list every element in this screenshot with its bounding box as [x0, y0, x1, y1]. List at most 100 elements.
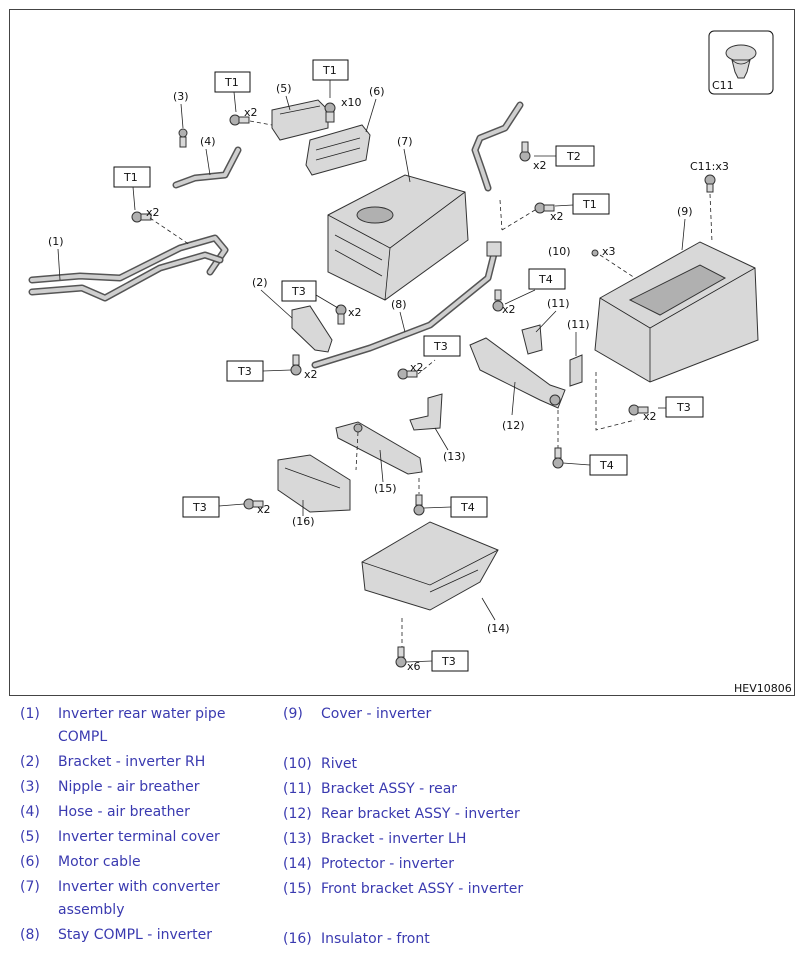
svg-text:T4: T4: [599, 459, 614, 472]
torque-tag-t3-d: T3: [658, 396, 704, 418]
legend-column-right: (9)Cover - inverter (10)Rivet (11)Bracke…: [283, 703, 573, 953]
callout-14: (14): [487, 622, 510, 635]
part-13-bracket-lh: [409, 393, 443, 431]
part-8-stay: [311, 241, 502, 369]
part-10-rivet: [591, 249, 599, 257]
svg-text:T3: T3: [441, 655, 456, 668]
qty-t1-c: x2: [146, 206, 160, 219]
qty-t3-c: x2: [410, 361, 424, 374]
torque-tag-t3-c: T3: [423, 335, 461, 357]
legend-item: (6)Motor cable: [20, 854, 141, 870]
part-1-water-pipe: [28, 234, 229, 302]
legend-item: (8)Stay COMPL - inverter: [20, 927, 213, 943]
callout-16: (16): [292, 515, 315, 528]
bolt-icon: [229, 114, 250, 126]
svg-text:T3: T3: [433, 340, 448, 353]
bolt-icon: [628, 404, 649, 416]
callout-11-a: (11): [547, 297, 570, 310]
part-7-inverter: [327, 174, 469, 301]
legend-item: (10)Rivet: [283, 756, 358, 772]
svg-text:T3: T3: [192, 501, 207, 514]
qty-t1-b: x10: [341, 96, 362, 109]
legend-item: (5)Inverter terminal cover: [20, 829, 220, 845]
callout-6: (6): [369, 85, 385, 98]
legend-item: (9)Cover - inverter: [283, 706, 432, 722]
part-2-bracket-rh: [291, 305, 333, 353]
part-3-nipple: [178, 128, 188, 148]
callout-11-b: (11): [567, 318, 590, 331]
torque-tag-t4-b: T4: [562, 454, 628, 476]
diagram-code: HEV10806: [734, 682, 792, 695]
qty-t3-d: x2: [643, 410, 657, 423]
callout-12: (12): [502, 419, 525, 432]
bolt-icon: [534, 202, 555, 214]
bolt-icon: [290, 354, 302, 376]
svg-text:T4: T4: [538, 273, 553, 286]
callout-10: (10): [548, 245, 571, 258]
part-5-terminal-cover: [271, 99, 329, 141]
svg-text:T3: T3: [676, 401, 691, 414]
qty-t1-d: x2: [550, 210, 564, 223]
part-15-front-bracket: [335, 421, 423, 475]
svg-text:T2: T2: [566, 150, 581, 163]
torque-tag-t3-f: T3: [405, 650, 469, 672]
legend-item: (2)Bracket - inverter RH: [20, 754, 206, 770]
callout-5: (5): [276, 82, 292, 95]
legend-item: (4)Hose - air breather: [20, 804, 190, 820]
part-14-protector: [361, 521, 499, 611]
part-16-insulator: [277, 454, 351, 513]
legend-item: (7)Inverter with converter assembly: [20, 879, 220, 918]
t2-cable: [471, 101, 524, 192]
legend-item: (14)Protector - inverter: [283, 856, 455, 872]
qty-t3-f: x6: [407, 660, 421, 673]
legend-item: (16)Insulator - front: [283, 931, 430, 947]
legend-item: (15)Front bracket ASSY - inverter: [283, 881, 524, 897]
callout-8: (8): [391, 298, 407, 311]
bolt-icon: [704, 174, 716, 193]
torque-tag-t3-e: T3: [182, 496, 245, 518]
legend-item: (13)Bracket - inverter LH: [283, 831, 467, 847]
torque-tag-t1-d: T1: [554, 193, 610, 215]
svg-text:T1: T1: [322, 64, 337, 77]
legend-item: (12)Rear bracket ASSY - inverter: [283, 806, 520, 822]
callout-3: (3): [173, 90, 189, 103]
part-11-bracket-rear-a: [521, 324, 543, 355]
bolt-icon: [395, 646, 407, 668]
callout-4: (4): [200, 135, 216, 148]
svg-text:T3: T3: [237, 365, 252, 378]
part-6-motor-cable: [305, 124, 371, 176]
bolt-icon: [131, 211, 152, 223]
torque-tag-t1-c: T1: [113, 166, 151, 211]
clip-c11-label: C11: [712, 79, 734, 92]
qty-t4-a: x2: [502, 303, 516, 316]
torque-tag-t1-b: T1: [312, 59, 349, 98]
callout-9: (9): [677, 205, 693, 218]
callout-2: (2): [252, 276, 268, 289]
legend-column-left: (1)Inverter rear water pipe COMPL (2)Bra…: [20, 703, 275, 949]
bolt-icon: [397, 368, 418, 380]
qty-t3-e: x2: [257, 503, 271, 516]
svg-text:T1: T1: [123, 171, 138, 184]
torque-tag-t1-a: T1: [214, 71, 251, 113]
part-4-hose: [172, 146, 242, 189]
qty-t3-b: x2: [304, 368, 318, 381]
part-9-cover: [594, 241, 759, 383]
c11-qty: C11:x3: [690, 160, 729, 173]
torque-tag-t3-b: T3: [226, 360, 292, 382]
callout-13: (13): [443, 450, 466, 463]
svg-text:T1: T1: [224, 76, 239, 89]
torque-tag-t2: T2: [534, 145, 595, 167]
rivet-qty: x3: [602, 245, 616, 258]
part-12-rear-bracket: [469, 337, 566, 409]
bolt-icon: [519, 141, 531, 162]
torque-tag-t4-a: T4: [528, 268, 566, 290]
exploded-parts-diagram: C11 (1) (3) (4) (5) (6): [9, 9, 795, 696]
callout-7: (7): [397, 135, 413, 148]
clip-c11-icon: C11: [708, 30, 774, 95]
bolt-icon: [552, 447, 564, 469]
bolt-icon: [413, 494, 425, 516]
bolt-icon: [335, 304, 347, 325]
torque-tag-t4-c: T4: [423, 496, 488, 518]
svg-text:T4: T4: [460, 501, 475, 514]
qty-t1-a: x2: [244, 106, 258, 119]
